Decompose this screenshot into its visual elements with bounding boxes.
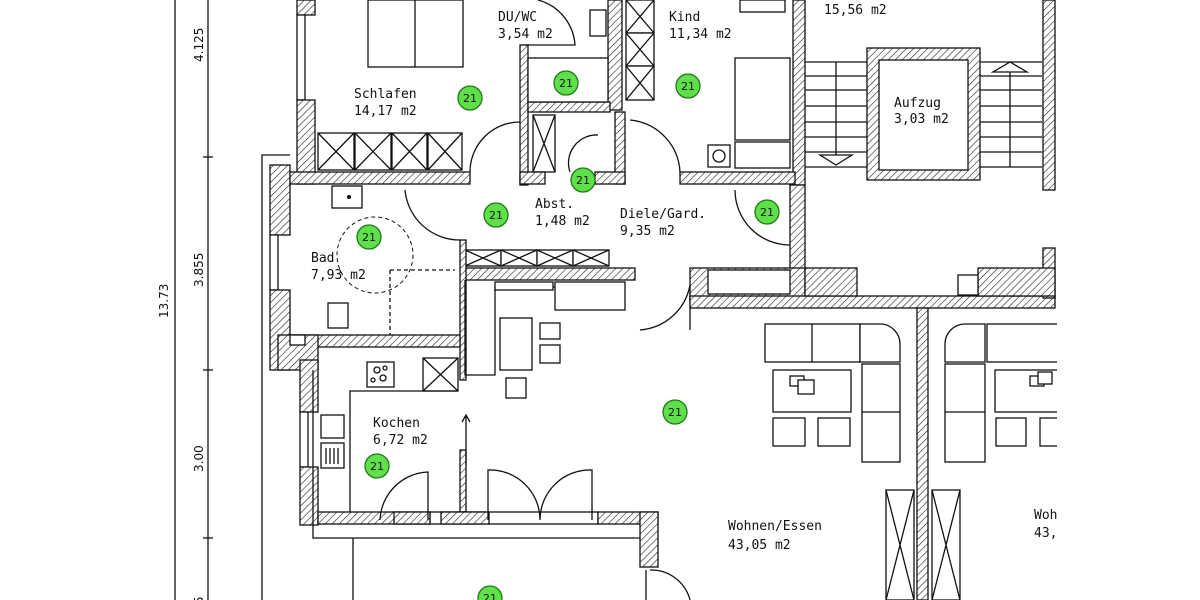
room-marker: 21 [570, 167, 596, 193]
dimension-segment-3: 3.00 [192, 445, 206, 472]
stairs [805, 61, 1042, 168]
room-area-bad: 7,93 m2 [311, 268, 366, 283]
room-area-kochen: 6,72 m2 [373, 433, 428, 448]
room-marker-circle [364, 453, 390, 479]
room-name-schlafen: Schlafen [354, 87, 417, 102]
room-marker-circle [483, 202, 509, 228]
room-marker-circle [662, 399, 688, 425]
room-marker-label: 21 [559, 77, 573, 90]
room-marker: 21 [675, 73, 701, 99]
room-name-kochen: Kochen [373, 416, 420, 431]
dimension-segment-1: 4.125 [192, 28, 206, 62]
room-area-diele: 9,35 m2 [620, 224, 675, 239]
room-marker: 21 [553, 70, 579, 96]
room-area-top-right: 15,56 m2 [824, 3, 887, 18]
room-area-du-wc: 3,54 m2 [498, 27, 553, 42]
room-area-wohnen-essen-neighbor: 43,05 m2 [1034, 526, 1097, 541]
room-marker: 21 [483, 202, 509, 228]
room-marker-circle [477, 585, 503, 600]
room-marker-label: 21 [483, 592, 497, 600]
room-name-kind: Kind [669, 10, 700, 25]
room-marker-circle [356, 224, 382, 250]
dimension-lines [174, 0, 213, 600]
room-marker-label: 21 [576, 174, 590, 187]
room-labels: Schlafen 14,17 m2 DU/WC 3,54 m2 Kind 11,… [311, 3, 1128, 553]
walls [261, 0, 1057, 600]
room-marker: 21 [754, 199, 780, 225]
room-marker-circle [553, 70, 579, 96]
room-marker-circle [457, 85, 483, 111]
room-area-wohnen-essen: 43,05 m2 [728, 538, 791, 553]
room-name-diele: Diele/Gard. [620, 207, 706, 222]
wardrobe-schlafen [317, 132, 463, 171]
room-marker: 21 [457, 85, 483, 111]
room-name-abst: Abst. [535, 197, 574, 212]
dimension-segment-4: 5 [192, 596, 206, 600]
room-marker: 21 [477, 585, 503, 600]
room-marker-label: 21 [463, 92, 477, 105]
room-marker: 21 [364, 453, 390, 479]
room-area-aufzug: 3,03 m2 [894, 112, 949, 127]
room-name-wohnen-essen-neighbor: Wohnen/Essen [1034, 508, 1128, 523]
room-area-kind: 11,34 m2 [669, 27, 732, 42]
room-area-abst: 1,48 m2 [535, 214, 590, 229]
room-area-schlafen: 14,17 m2 [354, 104, 417, 119]
dimension-segment-2: 3.855 [192, 253, 206, 287]
room-marker: 21 [356, 224, 382, 250]
dimension-total: 13.73 [157, 284, 171, 318]
room-name-du-wc: DU/WC [498, 10, 537, 25]
room-name-aufzug: Aufzug [894, 96, 941, 111]
room-marker-label: 21 [362, 231, 376, 244]
room-marker-circle [570, 167, 596, 193]
room-marker-label: 21 [760, 206, 774, 219]
room-marker-circle [754, 199, 780, 225]
room-markers: 21 21 21 21 21 21 21 21 21 21 [356, 70, 780, 600]
room-marker: 21 [662, 399, 688, 425]
room-name-bad: Bad [311, 251, 334, 266]
room-marker-label: 21 [370, 460, 384, 473]
room-marker-label: 21 [668, 406, 682, 419]
room-marker-label: 21 [681, 80, 695, 93]
room-marker-label: 21 [489, 209, 503, 222]
room-name-wohnen-essen: Wohnen/Essen [728, 519, 822, 534]
room-marker-circle [675, 73, 701, 99]
